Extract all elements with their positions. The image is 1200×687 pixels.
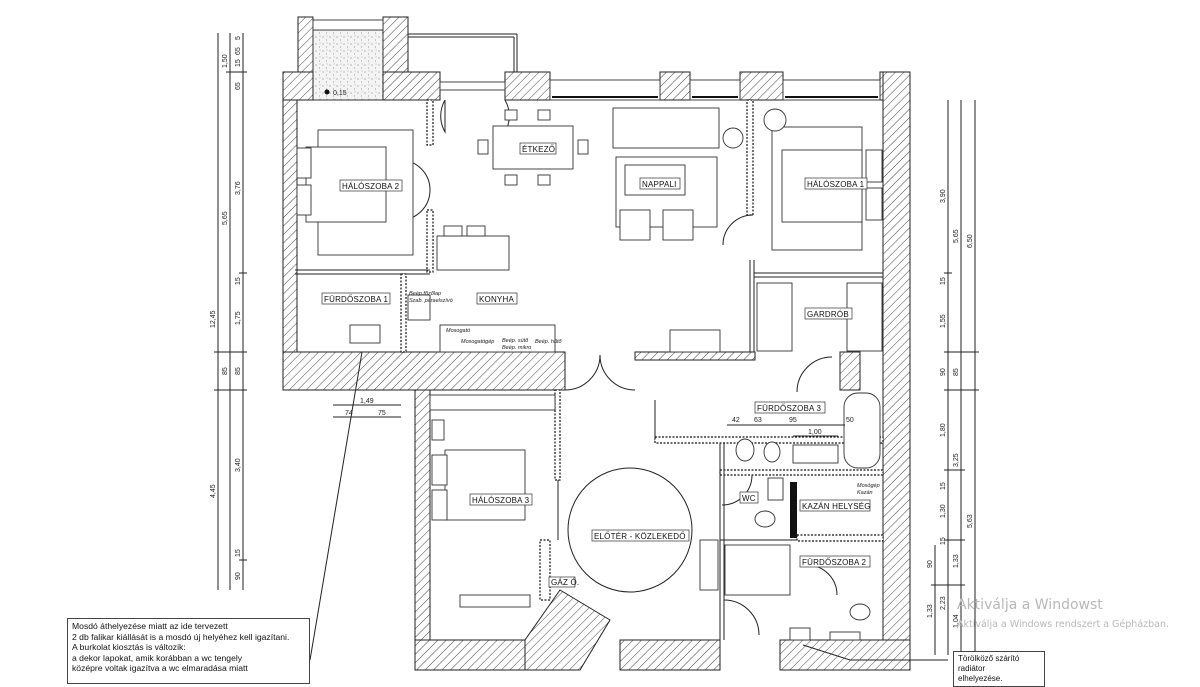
dim-left-inner: 5 <box>235 36 242 40</box>
dim-bath3: 95 <box>789 417 797 424</box>
fixture-kazan: Kazán <box>857 490 873 496</box>
dim-right-b: 90 <box>940 368 947 376</box>
balcony <box>297 16 518 101</box>
dim-bath3: 1,00 <box>808 429 822 436</box>
dim-left-outer: 12,45 <box>210 310 217 328</box>
note-left-line: a dekor lapokat, amik korábban a wc teng… <box>72 652 243 663</box>
dim-right-d: 6,50 <box>967 234 974 248</box>
doors <box>399 99 838 636</box>
level-mark-icon <box>324 89 330 95</box>
note-left-line: Mosdó áthelyezése miatt az ide tervezett <box>72 621 228 631</box>
dim-left-inner: 85 <box>235 367 242 375</box>
furniture <box>296 107 883 641</box>
dim-bath3: 50 <box>846 417 854 424</box>
room-label-kazan: KAZÁN HELYSÉG <box>802 502 871 511</box>
room-label-gardrob: GARDRÓB <box>807 310 849 319</box>
room-labels: HÁLÓSZOBA 2 ÉTKEZŐ NAPPALI HÁLÓSZOBA 1 F… <box>321 142 871 588</box>
room-label-furdo3: FÜRDŐSZOBA 3 <box>757 404 822 413</box>
dim-right-b: 15 <box>940 537 947 545</box>
level-mark: 0,15 <box>333 90 347 97</box>
dim-right-c: 1,33 <box>953 554 960 568</box>
watermark-title: Aktiválja a Windowst <box>957 597 1103 613</box>
dim-right-d: 5,63 <box>967 514 974 528</box>
note-leader-left <box>309 351 363 661</box>
dim-halo3: 1,49 <box>360 398 374 405</box>
dim-left-middle: 1,50 <box>222 54 229 68</box>
dim-bath3: 42 <box>732 417 740 424</box>
dim-right-b: 1,55 <box>940 314 947 328</box>
watermark-subtitle: Aktiválja a Windows rendszert a Gépházba… <box>957 619 1170 630</box>
dim-left-inner: 15 <box>235 549 242 557</box>
fixture-mosogato: Mosogató <box>446 328 470 334</box>
dim-right-c: 1,04 <box>953 614 960 628</box>
room-label-nappali: NAPPALI <box>642 180 677 189</box>
dim-left-inner: 1,75 <box>235 311 242 325</box>
note-left: Mosdó áthelyezése miatt az ide tervezett… <box>67 618 310 684</box>
fixture-labels: Beép.főzőlap Szab. páraelszívó Mosogató … <box>324 89 880 496</box>
fixture-huto: Beép. hűtő <box>535 339 563 345</box>
room-label-halo2: HÁLÓSZOBA 2 <box>342 182 400 191</box>
dimensions-left <box>214 33 247 590</box>
dim-halo3: 75 <box>378 410 386 417</box>
dim-right-b: 15 <box>940 277 947 285</box>
note-left-line: A burkolat kiosztás is változik: <box>72 642 186 652</box>
dim-right-b: 3,90 <box>940 189 947 203</box>
room-label-gaz: GÁZ Ó. <box>551 578 579 587</box>
fixture-fozolap: Beép.főzőlap <box>409 291 441 297</box>
dim-left-inner: 65 <box>235 82 242 90</box>
dim-left-inner: 15 <box>235 277 242 285</box>
note-left-line: 2 db falikar kiállását is a mosdó új hel… <box>72 631 290 642</box>
room-label-etkezo: ÉTKEZŐ <box>522 145 555 154</box>
fixture-suto: Beép. sütő <box>502 338 529 344</box>
dim-right-c: 85 <box>953 368 960 376</box>
dim-right-c: 3,25 <box>953 453 960 467</box>
room-label-wc: WC <box>742 494 756 503</box>
dim-bath3: 63 <box>754 417 762 424</box>
note-right-line: elhelyezése. <box>958 674 1003 683</box>
dim-left-inner: 3,76 <box>235 181 242 195</box>
exterior-walls <box>282 71 911 671</box>
note-right: Törölköző szárító radiátor elhelyezése. <box>953 651 1045 687</box>
fixture-mosogatogep: Mosogatógép <box>461 339 494 345</box>
room-label-halo3: HÁLÓSZOBA 3 <box>472 496 530 505</box>
room-label-furdo2: FÜRDŐSZOBA 2 <box>802 558 867 567</box>
windows <box>439 79 881 641</box>
dim-right-b: 1,30 <box>940 504 947 518</box>
dim-left-inner: 15 <box>235 59 242 67</box>
dim-halo3: 74 <box>345 410 353 417</box>
dimensions-halo3: 1,49 74 75 <box>333 398 401 418</box>
dim-left-outer: 4,45 <box>210 484 217 498</box>
dim-left-inner: 65 <box>235 47 242 55</box>
dim-right-a: 1,33 <box>927 604 934 618</box>
dim-right-c: 5,65 <box>953 229 960 243</box>
room-label-eloter: ELŐTÉR - KÖZLEKEDŐ <box>594 532 686 541</box>
dim-left-middle: 85 <box>222 367 229 375</box>
dim-left-inner: 3,40 <box>235 458 242 472</box>
note-right-line: Törölköző szárító radiátor <box>958 654 1020 673</box>
dim-right-b: 2,23 <box>940 596 947 610</box>
fixture-mikro: Beép. mikro <box>502 345 531 351</box>
room-label-halo1: HÁLÓSZOBA 1 <box>807 180 865 189</box>
dim-right-b: 15 <box>940 482 947 490</box>
dimensions-bath3: 42 63 95 1,00 50 <box>727 417 854 437</box>
dim-left-middle: 5,65 <box>222 211 229 225</box>
fixture-mosogep: Mosógép <box>857 483 880 489</box>
room-label-furdo1: FÜRDŐSZOBA 1 <box>324 295 389 304</box>
fixture-paraelszivo: Szab. páraelszívó <box>409 298 453 304</box>
note-left-line: középre voltak igazítva a wc elmaradása … <box>72 663 248 673</box>
dimensions-right <box>931 100 979 655</box>
dim-left-inner: 90 <box>235 572 242 580</box>
room-label-konyha: KONYHA <box>479 295 514 304</box>
dim-right-a: 90 <box>927 560 934 568</box>
note-leader-right <box>802 644 948 661</box>
dim-right-b: 1,80 <box>940 423 947 437</box>
